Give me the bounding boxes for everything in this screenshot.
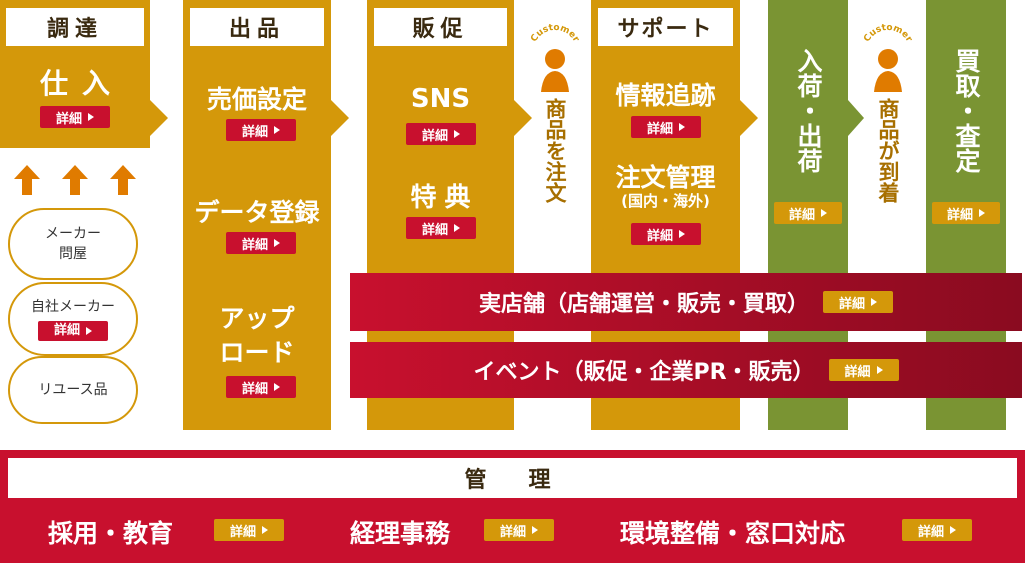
management-hiring-detail-button[interactable]: 詳細 <box>214 519 284 541</box>
customer-icon: Customer <box>862 23 914 92</box>
store-band: 実店舗（店舗運営・販売・買取） 詳細 <box>350 273 1022 331</box>
detail-label: 詳細 <box>917 524 944 540</box>
listing-price-detail-button[interactable]: 詳細 <box>226 119 296 141</box>
listing-upload-detail-button[interactable]: 詳細 <box>226 376 296 398</box>
play-icon <box>274 239 280 247</box>
play-icon <box>950 526 956 534</box>
play-icon <box>871 298 877 306</box>
detail-label: 詳細 <box>241 237 268 253</box>
detail-label: 詳細 <box>844 364 871 380</box>
event-band-label: イベント（販促・企業PR・販売） <box>473 360 815 385</box>
source-own-maker-label: 自社メーカー <box>31 299 115 315</box>
procure-header: 調達 <box>6 8 144 46</box>
customer-order-text: 商品を注文 <box>543 98 567 203</box>
support-item-tracking: 情報追跡 <box>615 81 716 110</box>
source-reuse: リユース品 <box>8 356 138 424</box>
event-band: イベント（販促・企業PR・販売） 詳細 <box>350 342 1022 398</box>
source-reuse-label: リユース品 <box>38 382 108 398</box>
listing-column <box>183 0 331 430</box>
management-item-environment: 環境整備・窓口対応 <box>620 519 846 548</box>
play-icon <box>679 123 685 131</box>
play-icon <box>274 126 280 134</box>
promo-benefit-detail-button[interactable]: 詳細 <box>406 217 476 239</box>
up-arrow-icon <box>110 165 136 195</box>
listing-item-upload: アップロード <box>219 304 295 367</box>
detail-label: 詳細 <box>946 207 973 223</box>
shipping-title: 入荷・出荷 <box>794 48 823 173</box>
detail-label: 詳細 <box>838 296 865 312</box>
support-arrow <box>740 100 758 136</box>
promo-item-sns: SNS <box>410 84 471 114</box>
detail-label: 詳細 <box>499 524 526 540</box>
source-maker-label: メーカー <box>45 226 101 242</box>
source-wholesaler-label: 問屋 <box>59 246 87 262</box>
support-item-order: 注文管理 <box>615 163 716 192</box>
detail-label: 詳細 <box>53 323 80 338</box>
detail-label: 詳細 <box>646 228 673 244</box>
detail-label: 詳細 <box>229 524 256 540</box>
promo-sns-detail-button[interactable]: 詳細 <box>406 123 476 145</box>
detail-label: 詳細 <box>55 111 82 127</box>
listing-arrow <box>331 100 349 136</box>
support-header: サポート <box>598 8 733 46</box>
store-band-label: 実店舗（店舗運営・販売・買取） <box>478 292 809 317</box>
management-accounting-detail-button[interactable]: 詳細 <box>484 519 554 541</box>
procure-arrow <box>150 100 168 136</box>
play-icon <box>274 383 280 391</box>
play-icon <box>454 130 460 138</box>
management-title: 管 理 <box>8 458 1017 498</box>
play-icon <box>88 113 94 121</box>
promo-arrow <box>514 100 532 136</box>
detail-label: 詳細 <box>241 124 268 140</box>
play-icon <box>454 224 460 232</box>
play-icon <box>532 526 538 534</box>
listing-header: 出品 <box>190 8 324 46</box>
play-icon <box>979 209 985 217</box>
up-arrow-icon <box>14 165 40 195</box>
customer-arrive-text: 商品が到着 <box>876 98 900 203</box>
source-maker-wholesaler: メーカー 問屋 <box>8 208 138 280</box>
up-arrow-icon <box>62 165 88 195</box>
management-item-hiring: 採用・教育 <box>48 519 174 548</box>
customer-label: Customer <box>862 23 914 45</box>
store-detail-button[interactable]: 詳細 <box>823 291 893 313</box>
purchase-detail-button[interactable]: 詳細 <box>932 202 1000 224</box>
customer-label: Customer <box>529 23 581 45</box>
promo-item-benefit: 特典 <box>410 183 479 213</box>
play-icon <box>876 366 883 374</box>
detail-label: 詳細 <box>421 128 448 144</box>
play-icon <box>679 230 685 238</box>
management-item-accounting: 経理事務 <box>350 519 451 548</box>
event-detail-button[interactable]: 詳細 <box>828 359 899 381</box>
management-environment-detail-button[interactable]: 詳細 <box>902 519 972 541</box>
detail-label: 詳細 <box>241 381 268 397</box>
detail-label: 詳細 <box>788 207 815 223</box>
procure-detail-button[interactable]: 詳細 <box>40 106 110 128</box>
support-order-detail-button[interactable]: 詳細 <box>631 223 701 245</box>
shipping-arrow <box>848 100 864 136</box>
customer-icon: Customer <box>529 23 581 92</box>
support-item-order-sub: (国内・海外) <box>621 192 710 210</box>
play-icon <box>86 327 92 335</box>
detail-label: 詳細 <box>421 222 448 238</box>
support-tracking-detail-button[interactable]: 詳細 <box>631 116 701 138</box>
purchase-title: 買取・査定 <box>952 48 981 173</box>
promo-header: 販促 <box>374 8 507 46</box>
procure-item: 仕入 <box>39 67 124 100</box>
shipping-detail-button[interactable]: 詳細 <box>774 202 842 224</box>
listing-item-data: データ登録 <box>194 198 320 227</box>
play-icon <box>262 526 268 534</box>
play-icon <box>821 209 827 217</box>
detail-label: 詳細 <box>646 121 673 137</box>
own-maker-detail-button[interactable]: 詳細 <box>38 321 108 341</box>
listing-data-detail-button[interactable]: 詳細 <box>226 232 296 254</box>
listing-item-price: 売価設定 <box>206 85 307 114</box>
source-own-maker: 自社メーカー 詳細 <box>8 282 138 356</box>
